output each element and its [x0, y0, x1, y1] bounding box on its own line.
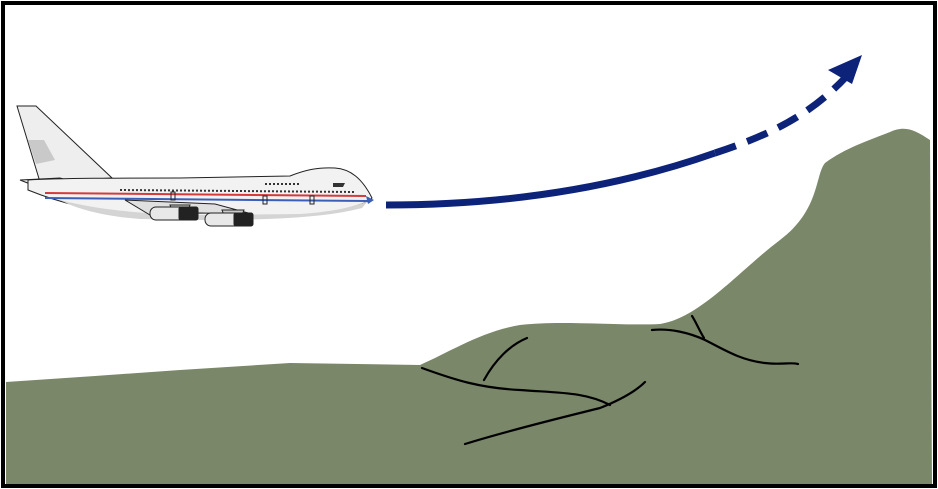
airplane-engine-intake — [234, 213, 253, 226]
airplane-engine-intake — [179, 207, 198, 220]
airplane-cockpit — [333, 183, 345, 187]
